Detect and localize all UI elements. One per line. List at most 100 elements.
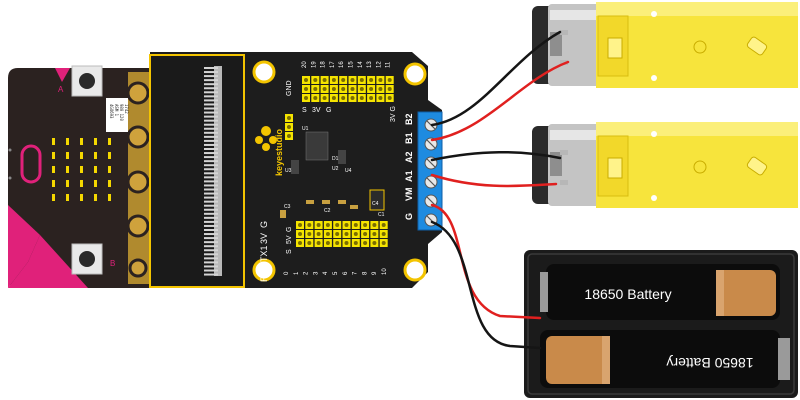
header-pins-power[interactable]	[285, 114, 293, 140]
capacitor	[369, 189, 385, 211]
chip-label-c4: C4	[372, 201, 379, 207]
dc-motor-top	[532, 2, 798, 88]
top-pin-number: 20	[302, 61, 308, 68]
led	[80, 194, 83, 201]
bottom-pin-number: 0	[284, 271, 290, 275]
top-pin-number: 17	[330, 61, 336, 68]
edge-connector-teeth	[204, 66, 222, 276]
top-pin-number: 19	[311, 61, 317, 68]
mount-hole	[252, 258, 276, 282]
wire-black-motor2	[430, 151, 562, 162]
smd-part	[338, 200, 346, 204]
led	[108, 166, 111, 173]
led	[52, 138, 55, 145]
bottom-pin-number: 9	[372, 271, 378, 275]
header-pins-bottom[interactable]	[296, 221, 388, 247]
motor-terminal-block[interactable]	[417, 111, 443, 231]
bottom-pin-number: 8	[362, 271, 368, 275]
top-pin-number: 14	[358, 61, 364, 68]
terminal-label: B2	[404, 113, 414, 125]
microbit-chip-label: 4GO693 ASM 1 980 120 1742	[106, 98, 129, 132]
bottom-pin-number: 10	[382, 268, 388, 275]
terminal-label: A1	[404, 170, 414, 182]
smd-part	[280, 210, 286, 218]
dc-motor-bottom	[532, 122, 798, 208]
led	[80, 152, 83, 159]
wire-black-battery	[430, 220, 542, 350]
side-label-g: G	[286, 227, 293, 232]
top-pin-number: 11	[386, 61, 392, 68]
power-label-3v: 3V	[312, 107, 321, 114]
chip-label-u2: U2	[332, 166, 339, 172]
microbit-accent-top	[55, 68, 70, 82]
wire-red-motor2	[430, 173, 558, 188]
led	[80, 166, 83, 173]
svg-text:4GO693: 4GO693	[109, 104, 114, 119]
brand-text: keyestudio	[274, 128, 284, 176]
power-label-g: G	[326, 107, 331, 114]
brand-logo: keyestudio	[255, 126, 284, 176]
side-label-5v: 5V	[286, 235, 293, 244]
battery-label-2: 18650 Battery	[666, 355, 753, 371]
led	[80, 180, 83, 187]
button-a[interactable]	[71, 65, 103, 97]
chip-label-c1: C1	[378, 212, 385, 218]
bottom-pin-number: 4	[323, 271, 329, 275]
top-pin-number: 12	[376, 61, 382, 68]
terminal-label: G	[404, 213, 414, 220]
led	[66, 152, 69, 159]
wire-red-battery	[430, 203, 542, 320]
led	[66, 194, 69, 201]
battery-cell-2: 18650 Battery	[540, 330, 790, 388]
bottom-pin-number: 5	[333, 271, 339, 275]
chip-u3	[291, 160, 299, 174]
top-pin-number: 18	[321, 61, 327, 68]
led	[108, 152, 111, 159]
serial-label-tx1: TX1	[259, 245, 269, 262]
svg-text:980 120: 980 120	[119, 104, 124, 121]
svg-text:ASM 1: ASM 1	[114, 104, 119, 117]
led	[94, 180, 97, 187]
led	[66, 180, 69, 187]
top-pin-number: 13	[367, 61, 373, 68]
chip-label-c2: C2	[324, 208, 331, 214]
battery-label-1: 18650 Battery	[584, 286, 671, 302]
smd-part	[306, 200, 314, 204]
serial-label-g: G	[259, 221, 269, 228]
microbit-logo-icon	[20, 144, 42, 184]
top-pin-number: 16	[339, 61, 345, 68]
led	[66, 166, 69, 173]
led	[52, 152, 55, 159]
header-pins-top[interactable]	[302, 76, 394, 102]
bottom-pin-number: 6	[343, 271, 349, 275]
wires	[430, 30, 570, 350]
led	[108, 138, 111, 145]
terminal-label: A2	[404, 151, 414, 163]
chip-label-d1: D1	[332, 156, 339, 162]
led	[52, 194, 55, 201]
chip-label-c3: C3	[284, 204, 291, 210]
bottom-pin-number: 7	[353, 271, 359, 275]
mount-hole	[403, 62, 427, 86]
svg-text:1742: 1742	[124, 104, 129, 114]
led	[80, 138, 83, 145]
chip-u2	[305, 131, 329, 161]
smd-part	[322, 200, 330, 204]
edge-connector-slot	[149, 54, 245, 288]
bottom-pin-number: 3	[313, 271, 319, 275]
right-3vg-label: 3V G	[390, 106, 397, 122]
side-label-s: S	[286, 249, 293, 254]
microbit-accent-bottom	[8, 235, 88, 288]
terminal-label: VM	[404, 188, 414, 202]
button-b[interactable]	[71, 243, 103, 275]
wire-red-motor1	[430, 60, 570, 142]
button-a-label: A	[58, 85, 64, 94]
serial-label-rx0: RX0	[259, 264, 269, 282]
bottom-pin-number: 1	[294, 271, 300, 275]
bottom-pin-number: 2	[304, 271, 310, 275]
